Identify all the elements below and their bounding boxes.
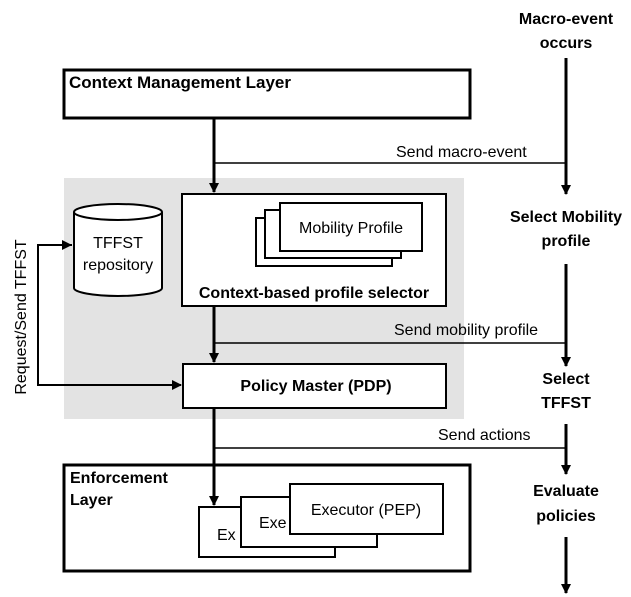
step-evaluate-line1: Evaluate [533, 483, 599, 500]
tffst-repository-label-line1: TFFST [93, 235, 143, 252]
context-management-layer-label: Context Management Layer [69, 73, 291, 92]
step-select-profile-line2: profile [542, 233, 591, 250]
send-actions-label: Send actions [438, 427, 531, 444]
step-select-profile-line1: Select Mobility [510, 209, 622, 226]
executor-card-middle-label: Exe [259, 515, 287, 532]
step-macro-event-line2: occurs [540, 35, 593, 52]
enforcement-layer-label-line1: Enforcement [70, 470, 168, 487]
tffst-repository-label-line2: repository [83, 257, 153, 274]
executor-front-label: Executor (PEP) [311, 502, 421, 519]
context-management-layer-box [62, 68, 472, 120]
step-macro-event-line1: Macro-event [519, 11, 614, 28]
mobility-profile-card-front [279, 202, 423, 252]
send-mobility-profile-label: Send mobility profile [394, 322, 538, 339]
policy-master-label: Policy Master (PDP) [240, 378, 391, 395]
executor-card-back-label: Ex [217, 527, 236, 544]
profile-selector-label: Context-based profile selector [199, 285, 429, 302]
mobility-profile-label: Mobility Profile [299, 220, 403, 237]
tffst-repository [73, 203, 163, 297]
step-select-tffst-line2: TFFST [541, 395, 591, 412]
enforcement-layer-label-line2: Layer [70, 492, 113, 509]
step-select-tffst-line1: Select [542, 371, 590, 388]
send-macro-event-label: Send macro-event [396, 144, 527, 161]
step-evaluate-line2: policies [536, 508, 596, 525]
request-send-label: Request/Send TFFST [13, 239, 30, 395]
executor-card-front [289, 483, 444, 535]
policy-master-box [182, 363, 447, 409]
